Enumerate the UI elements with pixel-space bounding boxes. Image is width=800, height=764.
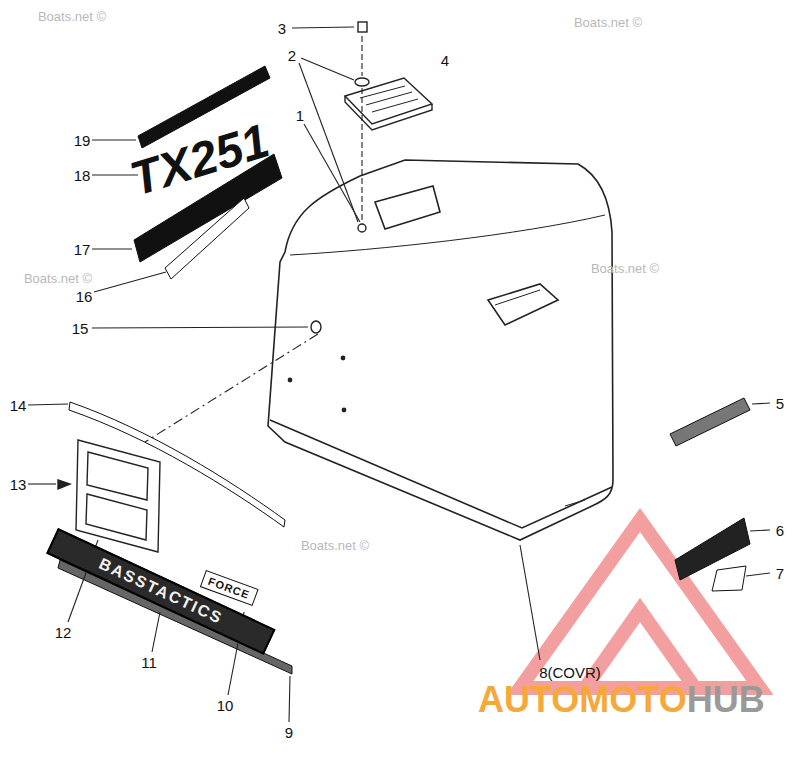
watermark: Boats.net ©	[301, 539, 369, 552]
callout-number: 7	[776, 566, 784, 581]
callout-number: 9	[285, 725, 293, 740]
callout-number: 11	[141, 655, 157, 670]
callout-number: 3	[278, 21, 286, 36]
callout-number: 10	[217, 698, 234, 713]
bezel	[76, 440, 160, 552]
callout-number: 6	[776, 523, 784, 538]
watermark: Boats.net ©	[24, 272, 92, 285]
watermark: Boats.net ©	[591, 262, 659, 275]
callout-number: 14	[10, 398, 27, 413]
callout-number: 16	[76, 289, 93, 304]
callout-number: 18	[74, 168, 91, 183]
callout-number: 13	[10, 477, 27, 492]
engine-cover	[268, 160, 613, 540]
watermark: Boats.net ©	[574, 16, 642, 29]
logo-text: AUTOMOTO	[478, 682, 687, 718]
callout-number: 15	[72, 321, 89, 336]
decal-stripes	[58, 66, 750, 674]
callout-number: 8(COVR)	[539, 665, 601, 680]
callout-number: 5	[776, 396, 784, 411]
callout-number: 17	[74, 242, 91, 257]
callout-number: 1	[296, 108, 304, 123]
callout-number: 19	[74, 133, 91, 148]
watermark: Boats.net ©	[38, 10, 106, 23]
leader-lines	[28, 27, 770, 722]
decal-text: FORCE	[207, 575, 252, 601]
top-pad	[345, 78, 432, 130]
callout-number: 12	[55, 625, 72, 640]
callout-number: 2	[288, 48, 296, 63]
callout-number: 4	[441, 53, 449, 68]
logo-text: HUB	[687, 682, 765, 718]
